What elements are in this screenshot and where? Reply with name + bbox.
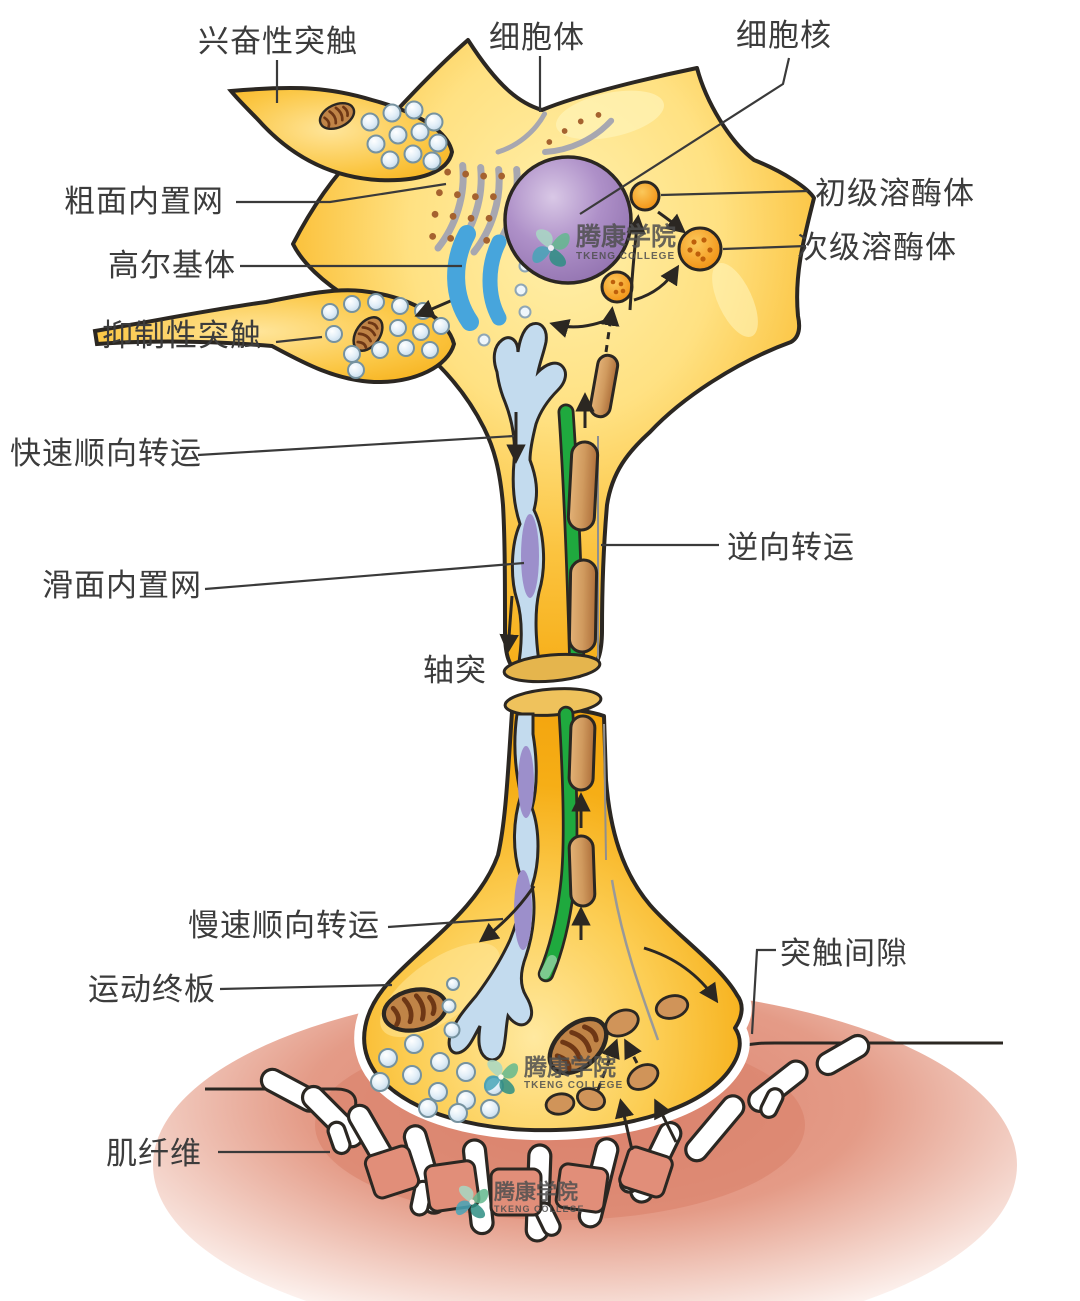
watermark-cn: 腾康学院 (524, 1054, 616, 1080)
label-excitatory-synapse: 兴奋性突触 (198, 24, 358, 59)
muscle-blocks (363, 1144, 674, 1217)
label-slow-anterograde: 慢速顺向转运 (188, 908, 380, 943)
lysosome-cycle (549, 180, 723, 419)
axon-lower-and-bouton (354, 687, 752, 1151)
watermark-cn: 腾康学院 (494, 1181, 578, 1204)
label-axon: 轴突 (423, 653, 487, 688)
leader-lines (197, 56, 809, 1154)
label-primary-lysosome: 初级溶酶体 (815, 176, 975, 211)
watermark-pinwheel-icon (483, 1059, 519, 1095)
watermark-en: TKENG COLLEGE (494, 1204, 585, 1214)
watermark-pinwheel-icon (532, 229, 570, 267)
label-retrograde: 逆向转运 (727, 530, 855, 565)
watermark-en: TKENG COLLEGE (576, 251, 676, 262)
label-motor-end-plate: 运动终板 (88, 972, 216, 1007)
watermark: 腾康学院 TKENG COLLEGE (452, 1182, 585, 1222)
synaptic-vesicles (370, 977, 504, 1123)
label-cell-body: 细胞体 (489, 20, 585, 55)
inhibitory-synapse (92, 288, 463, 385)
endosomes (544, 994, 690, 1116)
label-golgi: 高尔基体 (108, 248, 236, 283)
label-fast-anterograde: 快速顺向转运 (10, 436, 202, 471)
watermark-en: TKENG COLLEGE (524, 1080, 624, 1091)
label-muscle-fiber: 肌纤维 (106, 1136, 202, 1171)
label-smooth-er: 滑面内置网 (42, 568, 202, 603)
label-inhibitory-synapse: 抑制性突触 (102, 318, 262, 353)
watermark-pinwheel-icon (455, 1185, 489, 1219)
label-secondary-lysosome: 次级溶酶体 (797, 230, 957, 265)
watermark-cn: 腾康学院 (576, 223, 677, 251)
axon-break (502, 652, 602, 684)
watermark: 腾康学院 TKENG COLLEGE (528, 225, 676, 271)
label-synaptic-cleft: 突触间隙 (780, 936, 908, 971)
label-cell-nucleus: 细胞核 (736, 18, 832, 53)
watermark: 腾康学院 TKENG COLLEGE (480, 1056, 623, 1098)
excitatory-synapse (227, 86, 455, 183)
axon-upper-interior (492, 322, 600, 679)
label-rough-er: 粗面内置网 (64, 184, 224, 219)
